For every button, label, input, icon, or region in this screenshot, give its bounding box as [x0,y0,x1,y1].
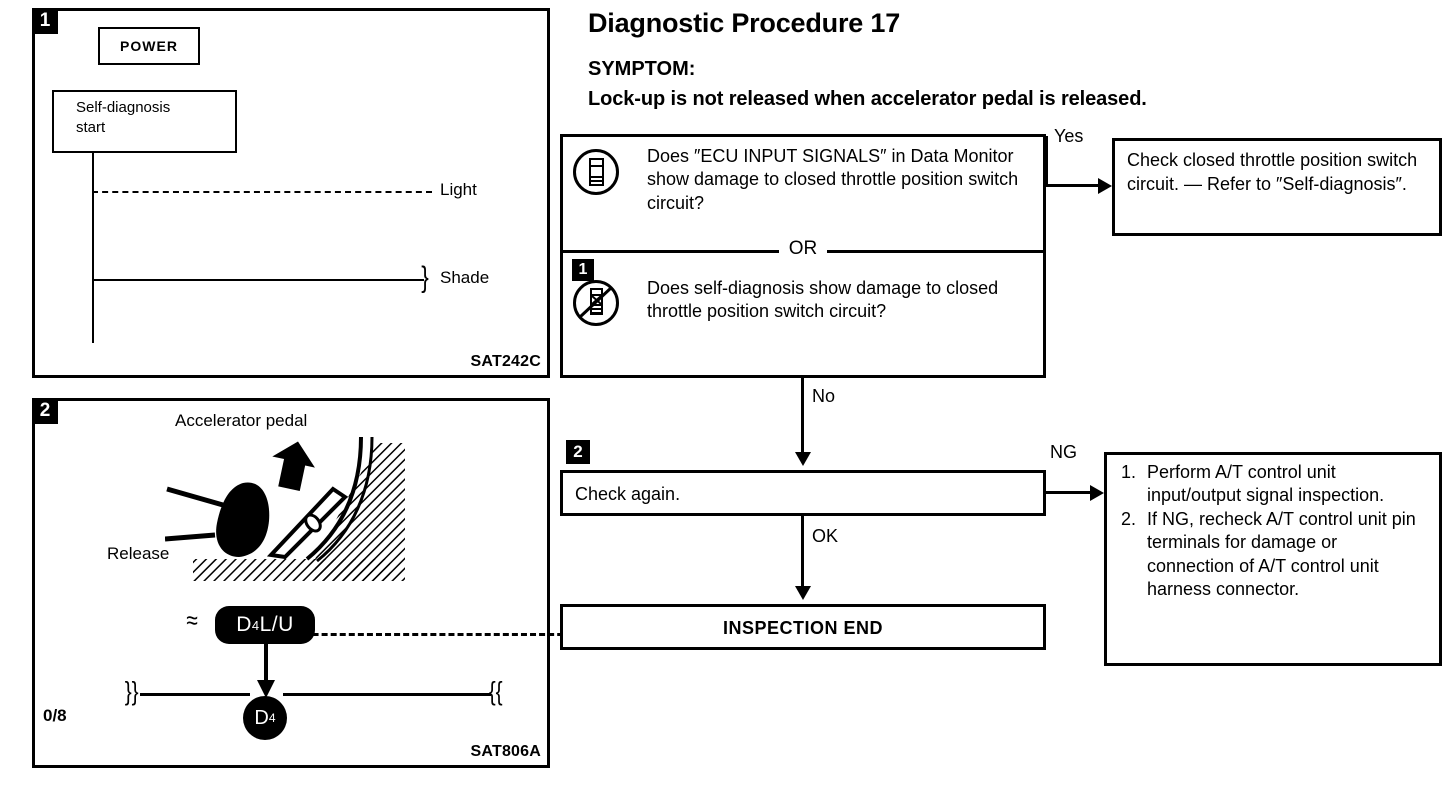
panel-2-caption-code: SAT806A [470,743,541,760]
accelerator-pedal-illustration [165,436,405,581]
right-line-break-icon: {{ [488,676,503,706]
decision-upper-text: Does ″ECU INPUT SIGNALS″ in Data Monitor… [647,146,1019,213]
ng-result-item-2-number: 2. [1121,508,1137,529]
gear-line-left [140,693,250,696]
shade-waveform-label: Shade [440,268,490,287]
yes-result-box: Check closed throttle position switch ci… [1112,138,1442,236]
illustration-panel-1: 1 POWER Self-diagnosis start Light } Sha… [32,8,550,378]
yes-label: Yes [1054,126,1084,146]
panel-1-caption-code: SAT242C [470,353,541,370]
or-label: OR [778,238,828,260]
ng-result-item-2: 2. If NG, recheck A/T control unit pin t… [1121,508,1421,602]
timing-vertical-axis [92,153,94,343]
panel-badge-1: 1 [32,8,58,34]
no-label: No [812,386,836,406]
d4-lockup-badge-d: D [236,613,252,636]
light-waveform-label: Light [440,180,477,199]
d4-lockup-badge-tail: L/U [259,613,294,636]
d4-lockup-badge-sub: 4 [251,617,260,633]
accelerator-pedal-label: Accelerator pedal [175,411,308,430]
ng-result-box: 1. Perform A/T control unit input/output… [1104,452,1442,666]
panel-badge-2: 2 [32,398,58,424]
light-waveform-dashed-line [92,191,432,193]
power-label-box: POWER [98,27,200,65]
or-separator: OR [563,238,1043,260]
yes-arrowhead [1098,178,1112,194]
symptom-text: Lock-up is not released when accelerator… [588,88,1147,110]
ng-result-list: 1. Perform A/T control unit input/output… [1121,461,1421,601]
ng-result-item-2-text: If NG, recheck A/T control unit pin term… [1147,508,1416,599]
yes-connector-vertical [1045,136,1048,186]
check-again-box: Check again. [560,470,1046,516]
decision-box: Does ″ECU INPUT SIGNALS″ in Data Monitor… [560,134,1046,378]
yes-result-text: Check closed throttle position switch ci… [1127,150,1418,194]
gear-line-right [283,693,491,696]
decision-step-badge-1: 1 [572,259,594,281]
no-scan-tool-icon [573,280,619,326]
ng-label: NG [1050,442,1077,462]
lockup-dashed-line [231,633,681,636]
release-label: Release [107,544,170,563]
decision-lower-text: Does self-diagnosis show damage to close… [647,278,999,322]
ok-connector-vertical [801,516,804,588]
page-title: Diagnostic Procedure 17 [588,8,901,38]
ng-result-item-1-text: Perform A/T control unit input/output si… [1147,462,1385,506]
lockup-transition-arrow [257,644,275,698]
ng-connector-horizontal [1044,491,1092,494]
check-again-text: Check again. [575,484,681,504]
d4-gear-circle-d: D [254,706,269,729]
d4-gear-circle-sub: 4 [268,711,276,725]
left-line-break-icon: }} [124,676,139,706]
ng-result-item-1-number: 1. [1121,462,1137,482]
yes-connector-horizontal [1045,184,1101,187]
inspection-end-box: INSPECTION END [560,604,1046,650]
shade-brace-icon: } [421,261,429,294]
ok-label: OK [812,526,839,546]
self-diagnosis-start-label: Self-diagnosis start [76,99,171,137]
throttle-opening-label: 0/8 [43,706,67,725]
ng-result-item-1: 1. Perform A/T control unit input/output… [1121,461,1421,508]
shade-waveform-line [92,279,424,281]
inspection-end-label: INSPECTION END [722,618,884,638]
scan-tool-icon [573,149,619,195]
no-connector-vertical [801,378,804,454]
check-again-step-badge: 2 [566,440,590,464]
self-diagnosis-start-box: Self-diagnosis start [52,90,237,153]
decision-upper-section: Does ″ECU INPUT SIGNALS″ in Data Monitor… [563,137,1043,250]
dashed-line-break-icon: ≈ [186,605,198,635]
ok-arrowhead [795,586,811,600]
ng-arrowhead [1090,485,1104,501]
symptom-label: SYMPTOM: [588,58,696,80]
no-arrowhead [795,452,811,466]
